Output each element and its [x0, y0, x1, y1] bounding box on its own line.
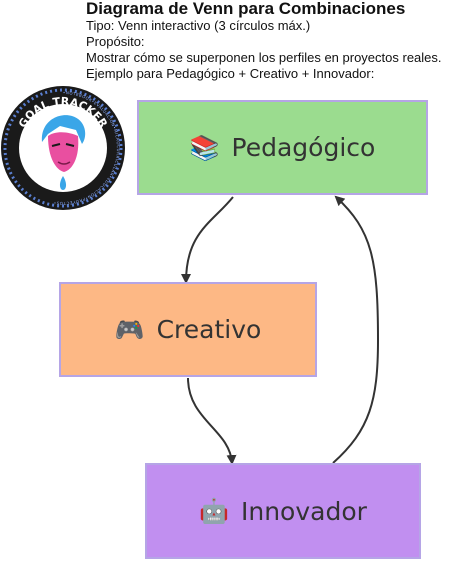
node-label: Creativo [156, 315, 262, 344]
header: Diagrama de Venn para Combinaciones Tipo… [86, 0, 466, 82]
edge-pedagogico-creativo [181, 196, 234, 284]
books-icon: 📚 [189, 133, 220, 162]
node-innovador[interactable]: 🤖 Innovador [145, 463, 421, 559]
node-creativo[interactable]: 🎮 Creativo [59, 282, 317, 377]
gamepad-icon: 🎮 [114, 315, 145, 344]
logo-face-icon [41, 115, 86, 190]
goal-tracker-logo: •NOTEBOOK•EVALUACIÓN•MICROCURRICULAR•EDU… [1, 86, 125, 210]
edge-innovador-pedagogico [332, 195, 380, 464]
node-label: Innovador [240, 496, 367, 526]
edge-creativo-innovador [187, 377, 237, 465]
purpose-label: Propósito: [86, 34, 145, 49]
type-line: Tipo: Venn interactivo (3 círculos máx.) [86, 18, 311, 33]
node-pedagogico[interactable]: 📚 Pedagógico [137, 100, 428, 195]
diagram-title: Diagrama de Venn para Combinaciones [86, 0, 406, 18]
purpose-text: Mostrar cómo se superponen los perfiles … [86, 50, 442, 65]
example-line: Ejemplo para Pedagógico + Creativo + Inn… [86, 66, 375, 81]
node-label: Pedagógico [231, 133, 376, 162]
robot-icon: 🤖 [199, 497, 229, 525]
